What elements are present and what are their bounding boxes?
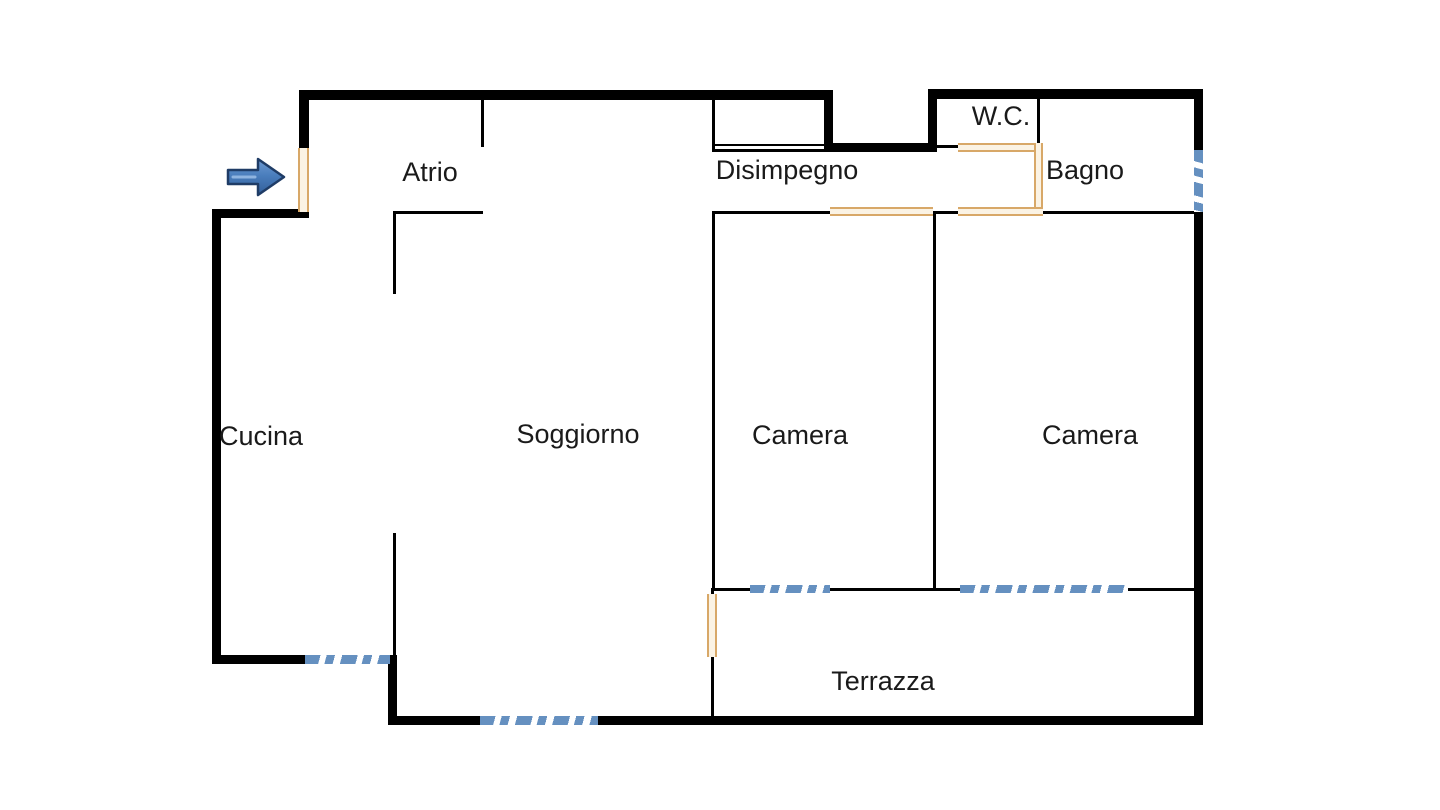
wall-atrio-divider [481, 99, 484, 147]
outer-wall-notch-south [824, 143, 937, 152]
wall-between-camere [933, 211, 936, 590]
wall-closet-line-upper [712, 144, 824, 146]
window-bagno [1194, 150, 1203, 212]
wall-cucina-soggiorno [393, 533, 396, 660]
outer-wall-east-north [1194, 89, 1203, 150]
outer-wall-top-west [299, 90, 833, 100]
room-label-disimpegno: Disimpegno [715, 154, 859, 185]
room-label-camera-1: Camera [751, 419, 849, 450]
wall-camera2-north-stub [933, 211, 958, 214]
door-camera2 [958, 207, 1043, 216]
outer-wall-west [212, 209, 221, 664]
door-wc [958, 143, 1043, 152]
room-label-camera-2: Camera [1041, 419, 1139, 450]
wall-wc-south-stub [935, 145, 958, 148]
wall-atrio-corner-v [393, 211, 396, 294]
outer-wall-entry-jamb [299, 90, 309, 150]
outer-wall-south-west [388, 716, 480, 725]
wall-terrazza-north-b [830, 588, 960, 591]
wall-soggiorno-terrazza-top [711, 588, 714, 598]
window-soggiorno [480, 716, 598, 725]
entrance-arrow-icon [226, 156, 286, 198]
wall-disimpegno-camera [712, 211, 830, 214]
room-label-terrazza: Terrazza [831, 665, 935, 696]
wall-closet-west [712, 99, 715, 149]
outer-wall-notch-east [928, 89, 937, 152]
window-camera2-terrazza [960, 585, 1128, 593]
wall-atrio-corner-h [393, 211, 483, 214]
door-entrance [298, 148, 309, 212]
window-cucina [305, 655, 390, 664]
wall-bagno-camera2 [1043, 211, 1194, 214]
outer-wall-east-south [1194, 212, 1203, 725]
wall-closet-line-lower [712, 149, 824, 152]
door-bagno [1034, 143, 1043, 216]
room-label-wc: W.C. [971, 100, 1031, 131]
outer-wall-entry-south [212, 209, 309, 218]
wall-wc-bagno [1037, 99, 1040, 143]
wall-soggiorno-terrazza-bottom [711, 655, 714, 719]
wall-camera1-west [712, 214, 715, 590]
outer-wall-cucina-south [212, 655, 305, 664]
room-label-atrio: Atrio [402, 156, 458, 187]
outer-wall-top-east [928, 89, 1203, 99]
outer-wall-step [388, 655, 397, 725]
door-terrazza [707, 594, 717, 657]
outer-wall-notch-west [824, 90, 833, 152]
room-label-bagno: Bagno [1045, 154, 1125, 185]
window-camera1-terrazza [750, 585, 830, 593]
door-camera1 [830, 207, 933, 216]
outer-wall-south-east [598, 716, 1203, 725]
wall-terrazza-north-a [712, 588, 750, 591]
wall-terrazza-north-c [1128, 588, 1194, 591]
room-label-cucina: Cucina [218, 420, 304, 451]
room-label-soggiorno: Soggiorno [516, 418, 640, 449]
